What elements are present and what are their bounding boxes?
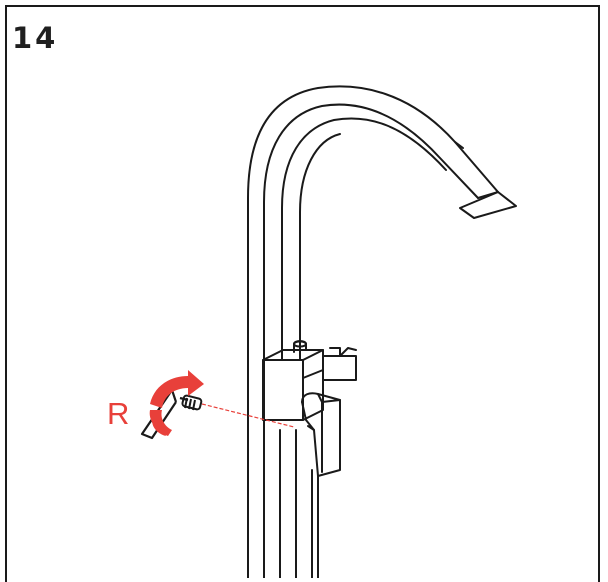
rotate-arrow-icon <box>149 370 204 436</box>
set-screw-icon <box>181 394 203 411</box>
alignment-guide-line <box>201 403 295 428</box>
hex-key-label: R <box>107 396 130 431</box>
faucet-icon <box>247 85 517 578</box>
step-number: 14 <box>12 21 59 55</box>
instruction-panel <box>5 5 600 582</box>
